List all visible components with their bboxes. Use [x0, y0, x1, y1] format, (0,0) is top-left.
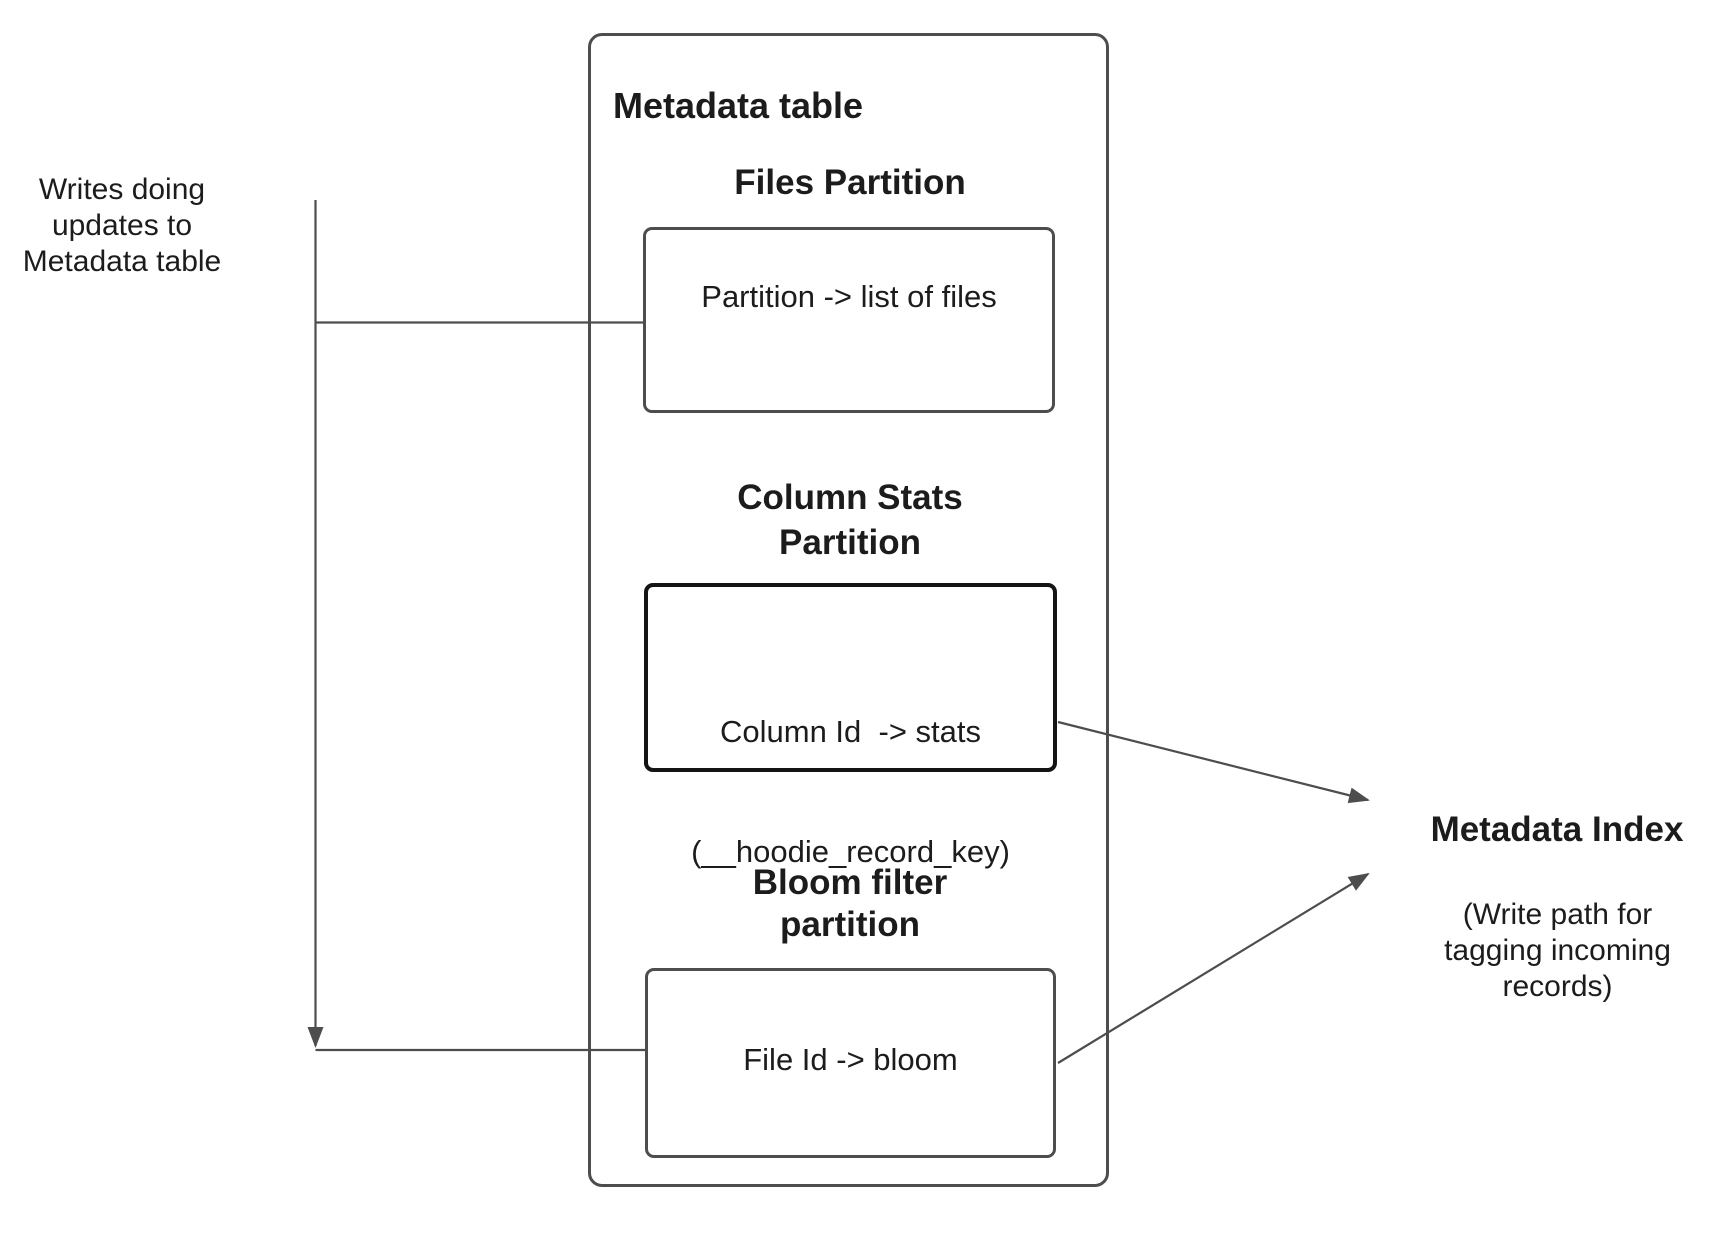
metadata-index-title: Metadata Index [1430, 810, 1684, 849]
bloom-filter-partition-box [645, 968, 1056, 1158]
writes-note-label: Writes doing updates to Metadata table [22, 173, 222, 278]
bloom-filter-mapping-label: File Id -> bloom [743, 1042, 958, 1077]
column-stats-partition-heading: Column Stats Partition [737, 478, 973, 562]
metadata-index-subtitle: (Write path for tagging incoming records… [1444, 898, 1680, 1003]
column-stats-mapping-detail-label: (__hoodie_record_key) [691, 834, 1010, 869]
metadata-table-box [588, 33, 1109, 1187]
column-stats-mapping-block: Column Id -> stats (__hoodie_record_key) [644, 632, 1057, 952]
bloom-filter-partition-heading: Bloom filter partition [752, 863, 957, 944]
metadata-table-title: Metadata table [613, 85, 864, 126]
files-partition-box [643, 227, 1055, 413]
column-stats-mapping-label: Column Id -> stats [719, 714, 982, 749]
files-partition-mapping-label: Partition -> list of files [701, 279, 997, 314]
files-partition-heading: Files Partition [734, 163, 966, 202]
column-stats-partition-box [644, 583, 1057, 772]
